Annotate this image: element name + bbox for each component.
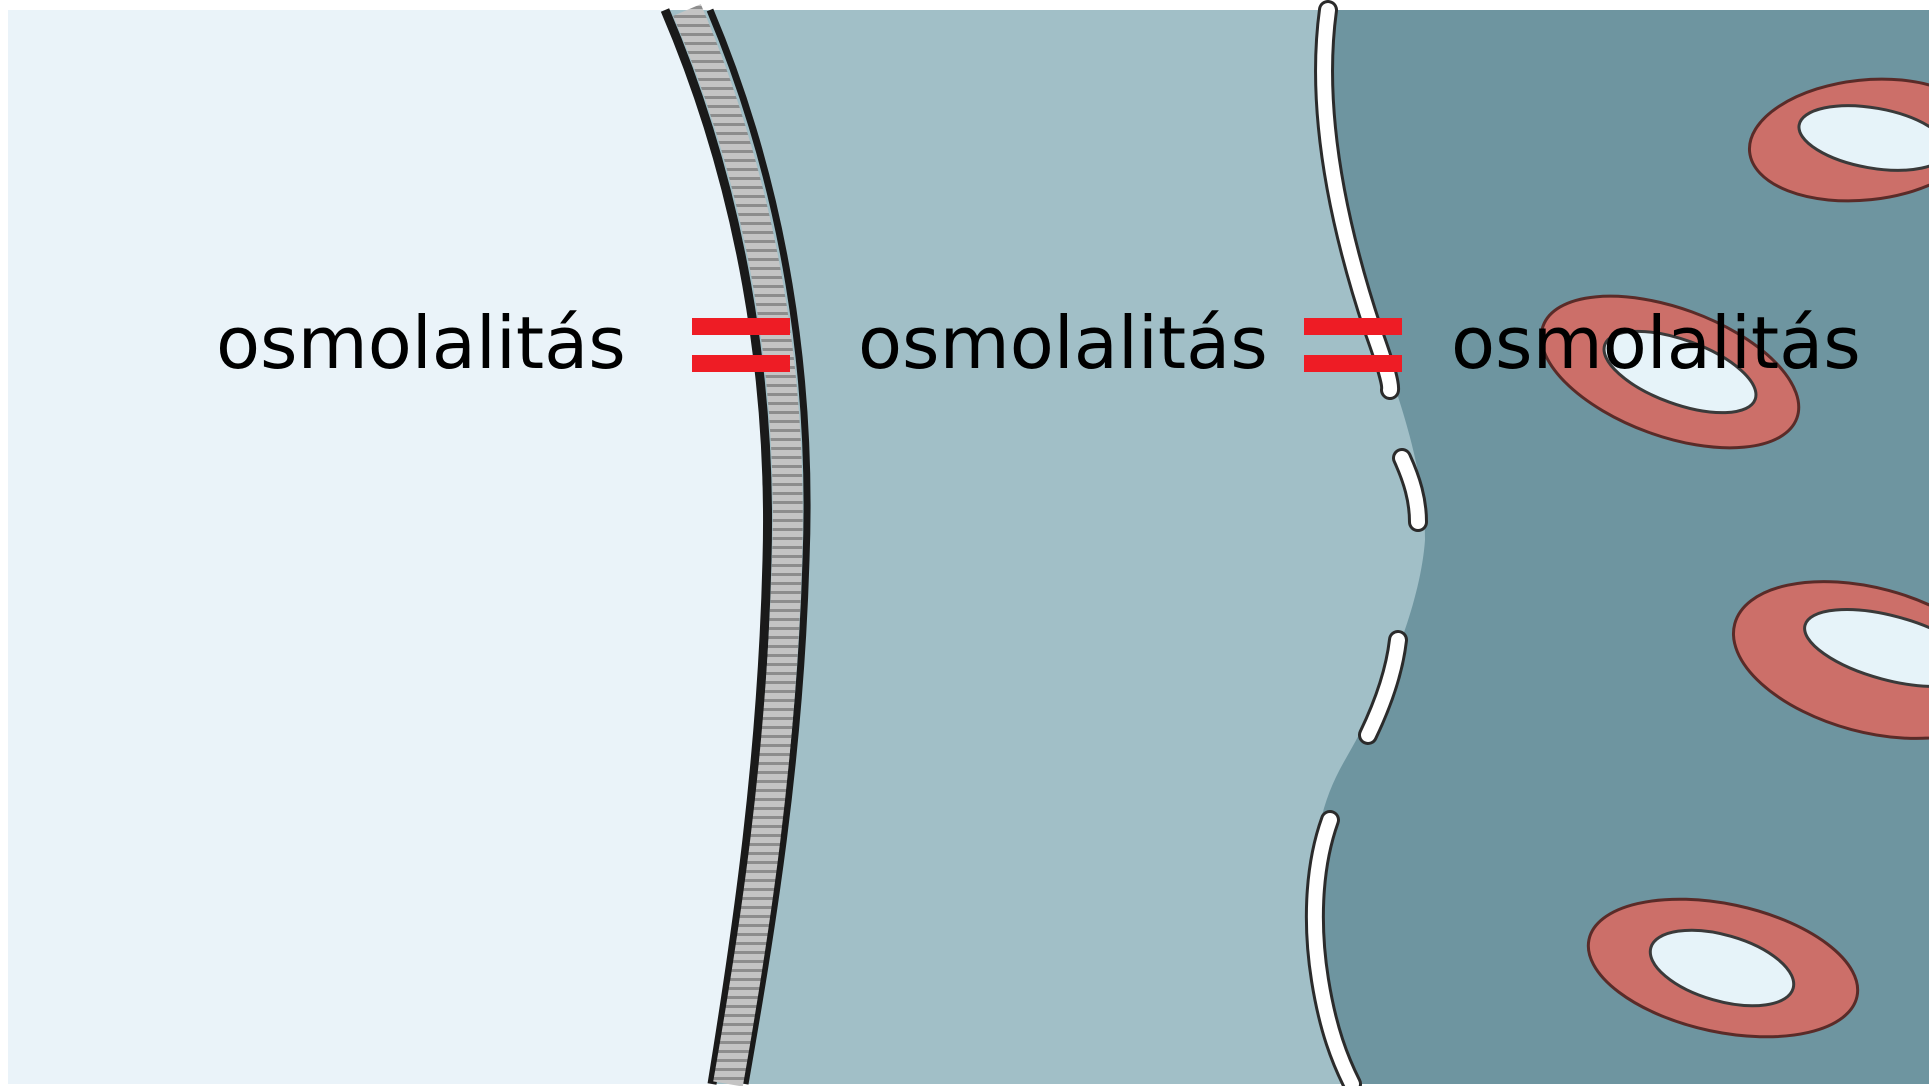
left-compartment-label: osmolalitás (216, 300, 626, 386)
equals-sign-right-icon (1304, 318, 1402, 372)
equals-bar-top (1304, 318, 1402, 335)
right-compartment-label: osmolalitás (1451, 300, 1861, 386)
equals-sign-left-icon (692, 318, 790, 372)
middle-compartment-label: osmolalitás (858, 300, 1268, 386)
equals-bar-top (692, 318, 790, 335)
equals-bar-bottom (1304, 355, 1402, 372)
equals-bar-bottom (692, 355, 790, 372)
left-compartment (8, 10, 771, 1084)
